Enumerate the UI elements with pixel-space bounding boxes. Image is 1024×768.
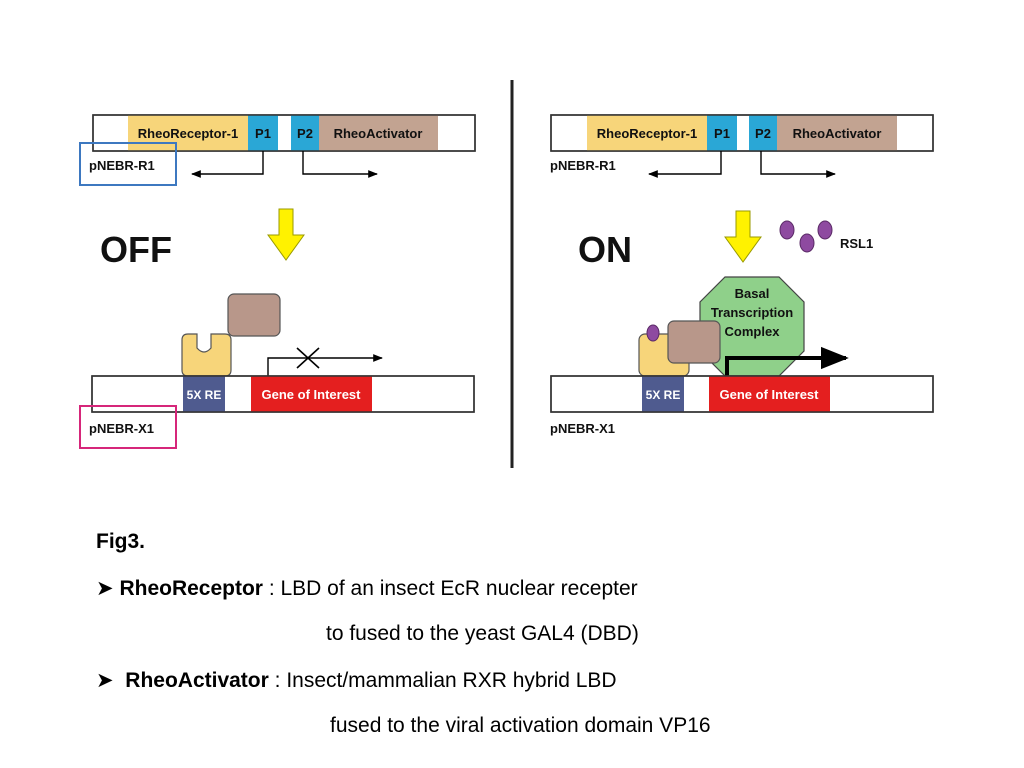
on-p1-label: P1: [714, 126, 730, 141]
ligand-label: RSL1: [840, 236, 873, 251]
off-transcription-arrow: [267, 354, 383, 376]
bullet1-line1: : LBD of an insect EcR nuclear recepter: [262, 577, 638, 600]
off-gene-label: Gene of Interest: [262, 387, 362, 402]
on-p1-segment: [707, 115, 737, 151]
complex-label-line2: Transcription: [711, 305, 793, 320]
off-panel: RheoReceptor-1 P1 P2 RheoActivator pNEBR…: [79, 114, 476, 449]
bullet1-term: RheoReceptor: [119, 577, 263, 600]
on-p2-label: P2: [755, 126, 771, 141]
ligand-molecule-1: [779, 220, 795, 240]
on-x1-name: pNEBR-X1: [550, 421, 615, 436]
off-activator-segment: [319, 115, 438, 151]
bullet-arrow-icon: ➤: [96, 577, 114, 600]
off-activator-protein: [227, 293, 281, 337]
on-transcription-arrow: [725, 346, 849, 376]
off-receptor-protein: [181, 333, 232, 377]
off-x1-name: pNEBR-X1: [89, 421, 154, 436]
off-r1-name: pNEBR-R1: [89, 158, 155, 173]
on-plasmid-r1: RheoReceptor-1 P1 P2 RheoActivator: [550, 114, 934, 152]
off-r1-highlight-box: [79, 142, 177, 186]
on-activator-segment: [777, 115, 897, 151]
off-plasmid-r1: RheoReceptor-1 P1 P2 RheoActivator: [92, 114, 476, 152]
on-gene-segment: [709, 376, 830, 412]
bullet2-line2: fused to the viral activation domain VP1…: [330, 714, 711, 737]
rheoswitch-diagram: RheoReceptor-1 P1 P2 RheoActivator pNEBR…: [79, 80, 934, 468]
bullet1-line2: to fused to the yeast GAL4 (DBD): [326, 622, 639, 645]
off-state-label: OFF: [100, 229, 172, 270]
bullet2-term: RheoActivator: [125, 669, 269, 692]
off-yellow-down-arrow: [267, 208, 305, 261]
off-p2-label: P2: [297, 126, 313, 141]
on-bound-ligand: [646, 324, 660, 342]
off-p1-label: P1: [255, 126, 271, 141]
on-plasmid-x1: 5X RE Gene of Interest: [550, 375, 934, 413]
off-p1-segment: [248, 115, 278, 151]
on-p1-arrow: [648, 151, 722, 178]
off-re-label: 5X RE: [187, 388, 222, 402]
fig-label: Fig3.: [96, 530, 146, 553]
on-panel: RheoReceptor-1 P1 P2 RheoActivator pNEBR…: [550, 114, 934, 436]
on-r1-name: pNEBR-R1: [550, 158, 616, 173]
complex-label-line1: Basal: [735, 286, 770, 301]
on-gene-label: Gene of Interest: [720, 387, 820, 402]
off-block-x-2: [296, 347, 320, 369]
on-receptor-segment: [587, 115, 707, 151]
complex-label-line3: Complex: [725, 324, 781, 339]
on-state-label: ON: [578, 229, 632, 270]
off-x1-highlight-box: [79, 405, 177, 449]
on-receptor-label: RheoReceptor-1: [597, 126, 697, 141]
off-p2-arrow: [302, 151, 378, 178]
ligand-molecule-3: [817, 220, 833, 240]
on-p2-arrow: [760, 151, 836, 178]
bullet2-line1: : Insect/mammalian RXR hybrid LBD: [268, 669, 617, 692]
on-activator-label: RheoActivator: [793, 126, 882, 141]
off-receptor-label: RheoReceptor-1: [138, 126, 238, 141]
off-activator-label: RheoActivator: [334, 126, 423, 141]
on-yellow-down-arrow: [724, 210, 762, 263]
off-receptor-segment: [128, 115, 248, 151]
on-re-label: 5X RE: [646, 388, 681, 402]
off-re-segment: [183, 376, 225, 412]
off-p2-segment: [291, 115, 319, 151]
ligand-molecule-2: [799, 233, 815, 253]
off-gene-segment: [251, 376, 372, 412]
off-p1-arrow: [191, 151, 264, 178]
bullet-arrow-icon: ➤: [96, 669, 114, 692]
on-p2-segment: [749, 115, 777, 151]
on-re-segment: [642, 376, 684, 412]
on-activator-protein: [667, 320, 721, 364]
